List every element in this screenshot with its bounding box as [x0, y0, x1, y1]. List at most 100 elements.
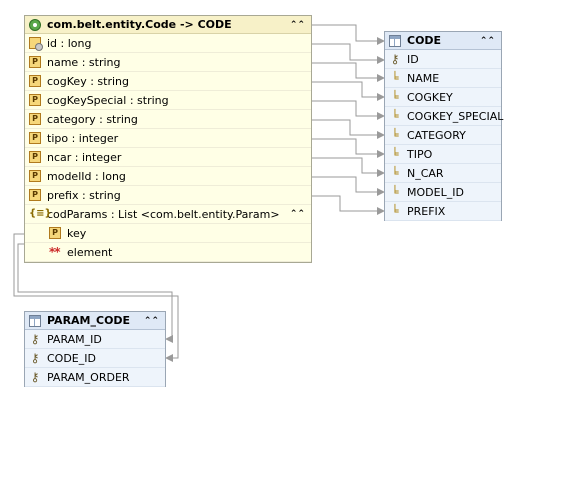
property-icon: P — [29, 132, 41, 144]
connector-collection-param-id — [17, 243, 173, 343]
connector-ncar — [312, 157, 385, 177]
primary-key-icon: ⚷ — [30, 332, 40, 346]
table-param-code-title: PARAM_CODE — [47, 314, 131, 327]
column-row-label: PREFIX — [407, 205, 446, 218]
column-row[interactable]: ⚷ PARAM_ID — [25, 330, 165, 349]
column-row-label: PARAM_ID — [47, 333, 102, 346]
property-row-label: cogKey : string — [47, 75, 129, 88]
connector-model-id — [312, 176, 385, 196]
column-row[interactable]: ╘ TIPO — [385, 145, 501, 164]
connector-prefix — [312, 195, 385, 215]
entity-class-box[interactable]: com.belt.entity.Code -> CODE ⌃⌃ id : lon… — [24, 15, 312, 263]
column-icon: ╘ — [391, 147, 399, 161]
column-icon: ╘ — [391, 185, 399, 199]
property-row-label: modelId : long — [47, 170, 126, 183]
property-icon: P — [49, 227, 61, 239]
column-row[interactable]: ╘ N_CAR — [385, 164, 501, 183]
table-code-header[interactable]: CODE ⌃⌃ — [385, 32, 501, 50]
column-row-label: N_CAR — [407, 167, 444, 180]
column-row[interactable]: ╘ COGKEY — [385, 88, 501, 107]
column-icon: ╘ — [391, 166, 399, 180]
collapse-icon[interactable]: ⌃⌃ — [289, 20, 305, 30]
column-row-label: ID — [407, 53, 419, 66]
column-row-label: COGKEY_SPECIAL — [407, 110, 504, 123]
id-icon — [29, 37, 43, 51]
column-row[interactable]: ╘ CATEGORY — [385, 126, 501, 145]
collapse-icon[interactable]: ⌃⌃ — [143, 316, 159, 326]
property-row-label: tipo : integer — [47, 132, 119, 145]
property-row-label: category : string — [47, 113, 138, 126]
column-icon: ╘ — [391, 128, 399, 142]
table-code-box[interactable]: CODE ⌃⌃ ⚷ ID ╘ NAME ╘ COGKEY ╘ COGKEY_SPECIAL ╘ C… — [384, 31, 504, 221]
table-param-code-box[interactable]: PARAM_CODE ⌃⌃ ⚷ PARAM_ID ⚷ CODE_ID ⚷ PARAM_OR… — [24, 311, 166, 387]
property-icon: P — [29, 170, 41, 182]
connector-class-code — [312, 24, 385, 45]
column-icon: ╘ — [391, 204, 399, 218]
connector-tipo — [312, 138, 385, 158]
table-icon — [29, 315, 41, 327]
property-row-label: prefix : string — [47, 189, 121, 202]
column-icon: ╘ — [391, 90, 399, 104]
connector-name — [312, 62, 385, 82]
property-row[interactable]: id : long — [25, 34, 311, 53]
column-row-label: CODE_ID — [47, 352, 96, 365]
collapse-icon[interactable]: ⌃⌃ — [479, 36, 495, 46]
connector-collection-code-id — [13, 233, 179, 362]
connector-cogkey-special — [312, 100, 385, 120]
column-icon: ╘ — [391, 71, 399, 85]
primary-key-icon: ⚷ — [30, 351, 40, 365]
connector-id — [312, 43, 385, 64]
connector-cogkey — [312, 81, 385, 101]
column-row-label: TIPO — [407, 148, 433, 161]
property-icon: P — [29, 113, 41, 125]
property-row-label: ncar : integer — [47, 151, 122, 164]
column-row-label: NAME — [407, 72, 440, 85]
primary-key-icon: ⚷ — [30, 370, 40, 384]
collection-row[interactable]: {≡}codParams : List <com.belt.entity.Par… — [25, 205, 311, 224]
property-row-label: name : string — [47, 56, 121, 69]
collection-child-row[interactable]: ** element — [25, 243, 311, 262]
entity-header[interactable]: com.belt.entity.Code -> CODE ⌃⌃ — [25, 16, 311, 34]
property-row-label: cogKeySpecial : string — [47, 94, 169, 107]
property-icon: P — [29, 189, 41, 201]
property-icon: P — [29, 75, 41, 87]
property-icon: P — [29, 56, 41, 68]
table-param-code-header[interactable]: PARAM_CODE ⌃⌃ — [25, 312, 165, 330]
connector-category — [312, 119, 385, 139]
column-row-label: MODEL_ID — [407, 186, 464, 199]
property-icon: P — [29, 151, 41, 163]
collection-icon: {≡} — [29, 208, 52, 219]
table-code-title: CODE — [407, 34, 442, 47]
collection-child-row-label: element — [67, 246, 113, 259]
property-row-label: id : long — [47, 37, 92, 50]
collection-row-label: codParams : List <com.belt.entity.Param> — [47, 208, 280, 221]
collection-child-row-label: key — [67, 227, 87, 240]
entity-title: com.belt.entity.Code -> CODE — [47, 18, 232, 31]
column-row[interactable]: ╘ MODEL_ID — [385, 183, 501, 202]
element-icon: ** — [49, 245, 61, 259]
column-row-label: COGKEY — [407, 91, 453, 104]
column-row[interactable]: ⚷ ID — [385, 50, 501, 69]
column-row[interactable]: ╘ PREFIX — [385, 202, 501, 221]
column-row-label: CATEGORY — [407, 129, 466, 142]
column-row[interactable]: ╘ NAME — [385, 69, 501, 88]
column-row[interactable]: ╘ COGKEY_SPECIAL — [385, 107, 504, 126]
column-row[interactable]: ⚷ CODE_ID — [25, 349, 165, 368]
column-icon: ╘ — [391, 109, 399, 123]
column-row[interactable]: ⚷ PARAM_ORDER — [25, 368, 165, 387]
primary-key-icon: ⚷ — [390, 52, 400, 66]
property-icon: P — [29, 94, 41, 106]
table-icon — [389, 35, 401, 47]
collapse-icon[interactable]: ⌃⌃ — [289, 209, 305, 219]
column-row-label: PARAM_ORDER — [47, 371, 130, 384]
